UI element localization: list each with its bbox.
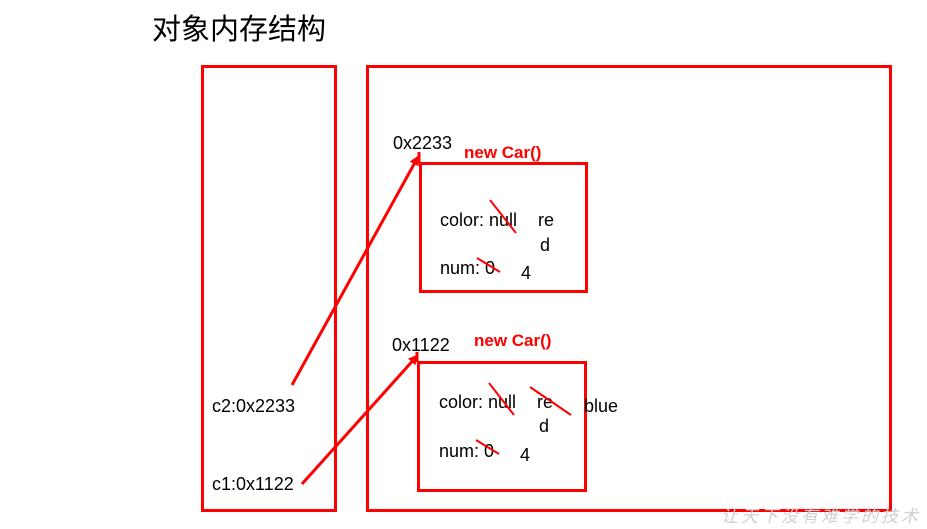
field-color-bottom: color: null (439, 392, 517, 412)
field-color-value-top-2: d (540, 235, 551, 255)
field-color-top: color: null (440, 210, 518, 230)
stack-var-c1: c1:0x1122 (212, 474, 294, 494)
object-label-top: new Car() (464, 143, 542, 162)
strike-zero-bottom (475, 439, 500, 455)
car-object-bottom (417, 361, 587, 492)
strike-null-bottom (488, 382, 515, 416)
strike-null-top (489, 199, 517, 234)
watermark: 让天下没有难学的技术 (721, 507, 921, 527)
field-color-value-top-1: re (538, 210, 555, 230)
object-address-bottom: 0x1122 (392, 335, 450, 355)
object-address-top: 0x2233 (393, 133, 453, 153)
field-num-top: num: 0 (440, 258, 496, 278)
page-title: 对象内存结构 (152, 12, 327, 46)
field-color-value-bottom-1: re (537, 392, 554, 412)
field-color-final-bottom: blue (584, 396, 619, 416)
stack-region (201, 65, 337, 512)
pointer-arrow-c2 (290, 155, 420, 386)
field-color-value-bottom-2: d (539, 416, 550, 436)
object-label-bottom: new Car() (474, 331, 552, 350)
field-num-value-bottom: 4 (520, 445, 531, 465)
strike-red-bottom (529, 386, 572, 416)
car-object-top (419, 162, 588, 293)
strike-zero-top (476, 257, 501, 273)
pointer-arrow-c1 (300, 354, 419, 486)
stack-var-c2: c2:0x2233 (212, 396, 296, 416)
field-num-value-top: 4 (521, 263, 532, 283)
heap-region (366, 65, 892, 512)
field-num-bottom: num: 0 (439, 441, 495, 461)
